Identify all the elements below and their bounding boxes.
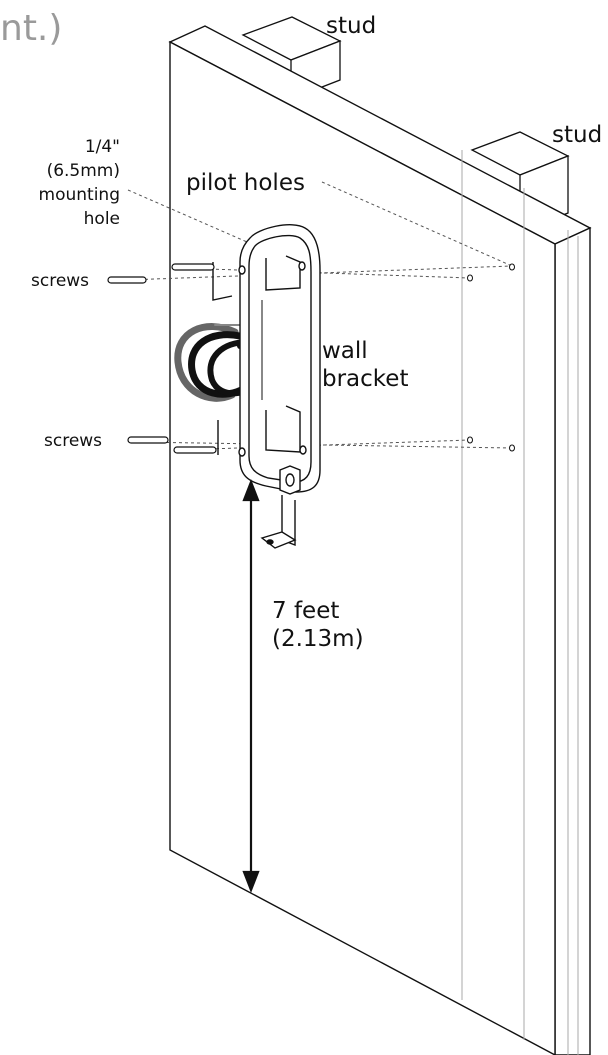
svg-text:mounting: mounting <box>39 185 120 205</box>
stud-back-label: stud <box>326 13 376 39</box>
svg-text:(6.5mm): (6.5mm) <box>47 161 120 181</box>
pilot-holes-label: pilot holes <box>186 170 305 196</box>
wall-bracket-icon <box>212 224 321 549</box>
stud-front-label: stud <box>552 122 602 148</box>
screws-top <box>107 263 215 284</box>
screw-icon <box>127 436 169 444</box>
svg-text:bracket: bracket <box>322 366 408 392</box>
pilot-holes <box>467 263 515 452</box>
wall-bracket-label: wall bracket <box>322 338 408 392</box>
svg-text:hole: hole <box>84 209 120 229</box>
stud-edge-lines <box>461 150 579 1055</box>
height-label: 7 feet (2.13m) <box>272 598 364 652</box>
screws-bottom-label: screws <box>44 431 102 451</box>
svg-text:7 feet: 7 feet <box>272 598 339 624</box>
screw-icon <box>173 446 217 454</box>
screw-icon <box>171 263 215 271</box>
height-arrow <box>242 478 260 894</box>
mounting-hole-label: 1/4" (6.5mm) mounting hole <box>39 137 120 229</box>
screws-top-label: screws <box>31 271 89 291</box>
header-fragment: nt.) <box>0 8 62 49</box>
svg-text:wall: wall <box>322 338 368 364</box>
svg-text:1/4": 1/4" <box>85 137 120 157</box>
screw-icon <box>107 276 147 284</box>
svg-text:(2.13m): (2.13m) <box>272 626 364 652</box>
screws-bottom <box>127 436 217 454</box>
